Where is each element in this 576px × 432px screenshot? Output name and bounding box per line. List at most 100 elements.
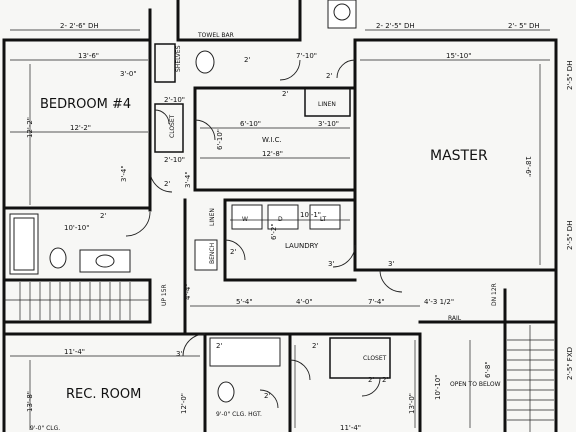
room-label-rec-room: REC. ROOM [66, 387, 141, 402]
dim-master-width: 15'-10" [446, 52, 471, 60]
dim-door-2i: 2' [382, 376, 388, 384]
door-closet-lower [361, 377, 381, 397]
dim-lower-c: 12'-0" [180, 393, 188, 414]
dim-right-dh1: 2'-5" DH [566, 61, 574, 90]
dim-wall-d1: 3'-4" [120, 165, 128, 182]
label-towel-bar: TOWEL BAR [197, 32, 234, 39]
dim-wall-d3: 3'-4" [184, 171, 192, 188]
label-dryer: D [278, 216, 283, 223]
label-open-to-below: OPEN TO BELOW [450, 381, 501, 388]
dim-laundry-d: 6'-2" [270, 223, 278, 240]
door-master-bath [336, 59, 356, 79]
dim-door-2e: 2' [230, 248, 236, 256]
label-dn: DN 12R [491, 283, 498, 306]
dim-door-2h: 2' [368, 376, 374, 384]
bench-box [194, 239, 218, 271]
washer [231, 204, 263, 230]
dim-bath-w: 10'-10" [64, 224, 89, 232]
dim-wic-small: 6'-10" [216, 129, 224, 150]
sink-left [95, 254, 115, 268]
room-label-linen-small: LINEN [209, 208, 216, 226]
dim-wic-width: 6'-10" [240, 120, 261, 128]
dim-top-left-dh: 2- 2'-6" DH [60, 22, 99, 30]
dryer [267, 204, 299, 230]
dim-door-2j: 2' [264, 392, 270, 400]
door-laundry [224, 239, 246, 261]
door-wic [194, 119, 216, 141]
dim-door-3b: 3' [388, 260, 394, 268]
dim-door-2c: 2' [282, 90, 288, 98]
dim-door-2f: 2' [216, 342, 222, 350]
room-label-linen: LINEN [318, 101, 336, 108]
dim-bed4-depth: 12'-2" [26, 117, 34, 138]
bathtub-inner [13, 217, 35, 271]
door-bed4 [149, 169, 173, 193]
label-clg-hgt: 9'-0" CLG. HGT. [216, 411, 262, 418]
dim-wic-length: 12'-8" [262, 150, 283, 158]
room-label-master: MASTER [430, 148, 488, 164]
dim-open: 10'-10" [434, 375, 442, 400]
dim-lower-mid: 11'-4" [340, 424, 361, 432]
laundry-tub [309, 204, 341, 230]
dim-right-dh2: 2'-5" DH [566, 221, 574, 250]
label-shelves: SHELVES [175, 45, 182, 72]
dim-master-depth: 18'-6" [524, 156, 532, 177]
label-laundry-tub: LT [320, 216, 327, 223]
fixtures [9, 0, 357, 403]
dim-bed4-side: 3'-0" [120, 70, 137, 78]
dim-hall-b: 4'-0" [296, 298, 313, 306]
dim-door-2d: 2' [326, 72, 332, 80]
dim-lower-d: 13'-0" [408, 393, 416, 414]
door-lower-bath [289, 359, 311, 381]
linen-box [304, 87, 351, 117]
dim-top-right-dh2: 2'- 5" DH [508, 22, 540, 30]
label-rail: RAIL [448, 315, 462, 322]
door-lower-b [259, 389, 279, 409]
label-washer: W [242, 216, 248, 223]
dim-closet-w1: 2'-10" [164, 96, 185, 104]
stairs-right [507, 325, 554, 432]
door-rec [182, 333, 206, 357]
dimension-lines [10, 29, 550, 430]
toilet-top [195, 50, 215, 74]
door-master [332, 244, 356, 268]
dim-wall-d4: 6'-8" [484, 361, 492, 378]
door-master-hall [379, 269, 403, 293]
dim-wall-d2: 4'-4" [184, 283, 192, 300]
dim-laundry-w: 10'-1" [300, 211, 321, 219]
stairs-left [4, 282, 150, 320]
dim-rec-depth: 13'-8" [26, 391, 34, 412]
dim-bed4-width: 13'-6" [78, 52, 99, 60]
dim-hall-c: 7'-4" [368, 298, 385, 306]
bathtub-lower [209, 337, 281, 367]
room-label-wic: W.I.C. [262, 136, 282, 144]
dim-door-2a: 2' [100, 212, 106, 220]
dim-door-2b: 2' [244, 56, 250, 64]
room-label-bench: BENCH [209, 243, 216, 264]
dim-hall-a: 5'-4" [236, 298, 253, 306]
room-label-bedroom4: BEDROOM #4 [40, 97, 131, 112]
toilet-left [49, 247, 67, 269]
walls [2, 0, 558, 432]
door-bath-top [279, 59, 301, 81]
room-label-closet-left: CLOSET [169, 114, 176, 138]
doors [125, 59, 403, 409]
toilet-lower [217, 381, 235, 403]
door-closet-bed4 [154, 109, 170, 125]
dim-door-2g: 2' [312, 342, 318, 350]
dimension-labels: 2- 2'-6" DH 2- 2'-5" DH 2'- 5" DH 13'-6"… [26, 22, 574, 432]
room-label-laundry: LAUNDRY [285, 242, 319, 250]
dim-closet-w2: 2'-10" [164, 156, 185, 164]
dim-door-3a: 3' [328, 260, 334, 268]
dim-linen-w: 3'-10" [318, 120, 339, 128]
dim-hall-d: 4'-3 1/2" [424, 298, 454, 306]
closet-bed4-box [154, 103, 184, 153]
dim-door-2k: 2' [164, 180, 170, 188]
closet-lower-box [329, 337, 391, 379]
label-clg-bottom: 9'-0" CLG. [30, 425, 60, 432]
label-up: UP 15R [161, 284, 168, 306]
dim-rec-width: 11'-4" [64, 348, 85, 356]
door-bath-left [125, 211, 151, 237]
